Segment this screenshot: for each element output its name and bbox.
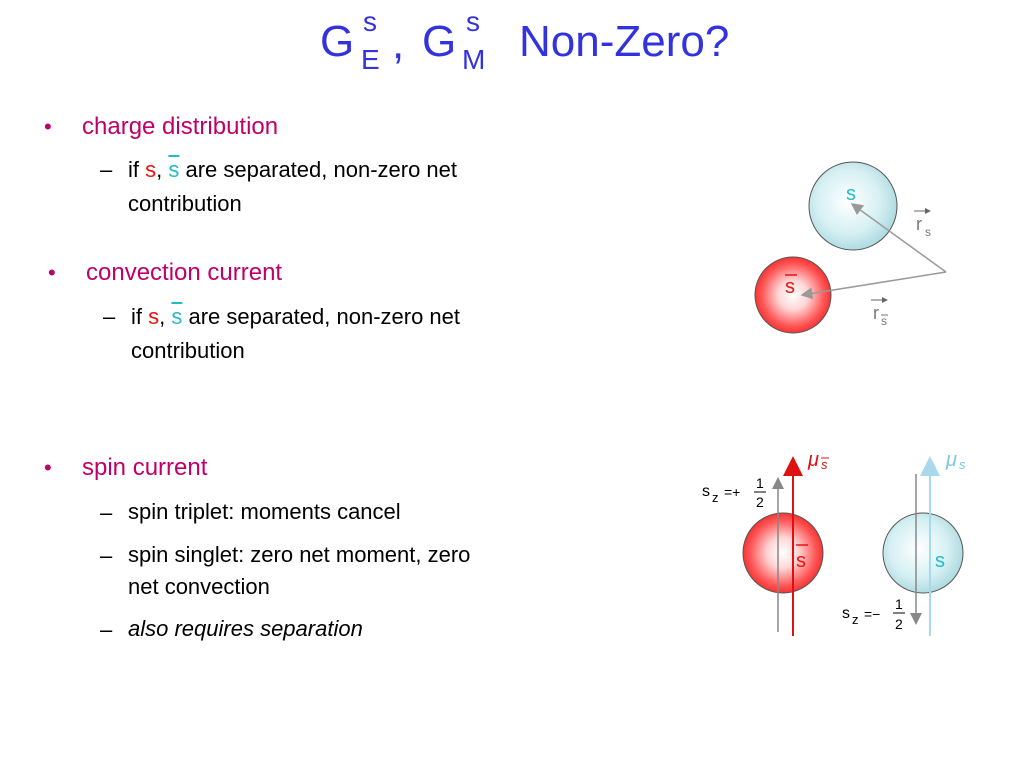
mu-sbar-subscript: s: [821, 457, 828, 472]
title-g-m-subscript: M: [462, 44, 486, 75]
mu-s-subscript: s: [959, 457, 966, 472]
mu-s-label: μ: [945, 449, 957, 471]
sz-plus-numerator: 1: [756, 475, 764, 491]
mu-sbar-label: μ: [807, 449, 819, 471]
bullet-marker: •: [44, 455, 52, 480]
title-g-e: G: [320, 17, 355, 66]
antistrange-quark-sphere: [754, 256, 832, 334]
dash-marker: –: [103, 304, 116, 329]
sub-rest: are separated, non-zero net: [188, 304, 461, 329]
bullet-convection-sub: if s, s are separated, non-zero net cont…: [131, 300, 460, 368]
r-s-subscript: s: [925, 225, 931, 239]
title-g-e-subscript: E: [361, 44, 380, 75]
strange-quark-symbol: s: [145, 157, 157, 182]
sz-plus-z: z: [712, 490, 719, 505]
sub-if: if: [128, 157, 139, 182]
title-g-m-superscript: s: [466, 6, 480, 37]
bullet-marker: •: [44, 114, 52, 139]
page-title: G s E , G s M Non-Zero?: [0, 0, 1024, 90]
sbar-label: s: [785, 276, 795, 298]
sub-line2: contribution: [131, 338, 245, 363]
spin-singlet-item-line2: net convection: [128, 574, 270, 599]
antistrange-quark-symbol: s: [171, 304, 183, 329]
sz-minus-sign: =−: [864, 606, 880, 622]
antistrange-quark-symbol: s: [168, 157, 180, 182]
sz-minus-s: s: [842, 605, 850, 622]
spin-triplet-item: spin triplet: moments cancel: [128, 499, 401, 524]
sub-comma: ,: [159, 304, 166, 329]
sz-minus-numerator: 1: [895, 596, 903, 612]
strange-quark-sphere: [808, 161, 898, 251]
bullet-spin-current: spin current: [82, 454, 208, 481]
sz-minus-z: z: [852, 612, 859, 627]
sub-line2: contribution: [128, 191, 242, 216]
r-sbar-label: r: [873, 303, 879, 323]
sz-plus-s: s: [702, 483, 710, 500]
sbar-label: s: [796, 550, 806, 572]
sub-if: if: [131, 304, 142, 329]
charge-separation-diagram: s s r s r s: [754, 161, 947, 334]
title-comma: ,: [392, 19, 405, 68]
bullet-convection-current: convection current: [86, 259, 283, 286]
sub-comma: ,: [156, 157, 163, 182]
dash-marker: –: [100, 500, 113, 525]
s-label: s: [935, 550, 945, 572]
sz-plus-sign: =+: [724, 484, 740, 500]
spin-singlet-item: spin singlet: zero net moment, zero: [128, 542, 471, 567]
r-s-vector: [850, 203, 947, 273]
r-sbar-vector: [800, 271, 947, 300]
spin-current-diagram: s s μ s μ s s z =+ 1 2 s z =− 1 2: [702, 449, 966, 636]
s-label: s: [846, 183, 856, 205]
title-g-e-superscript: s: [363, 6, 377, 37]
antistrange-quark-sphere: [742, 512, 824, 594]
strange-quark-symbol: s: [148, 304, 160, 329]
separation-item: also requires separation: [128, 616, 363, 641]
r-s-label: r: [916, 214, 922, 234]
title-text: Non-Zero?: [519, 17, 730, 66]
r-sbar-subscript: s: [881, 314, 887, 328]
dash-marker: –: [100, 617, 113, 642]
sz-plus-denominator: 2: [756, 494, 764, 510]
bullet-charge-sub: if s, s are separated, non-zero net cont…: [128, 153, 457, 221]
strange-quark-sphere: [882, 512, 964, 594]
bullet-charge-distribution: charge distribution: [82, 113, 279, 140]
title-g-m: G: [422, 17, 457, 66]
dash-marker: –: [100, 543, 113, 568]
sz-minus-denominator: 2: [895, 616, 903, 632]
dash-marker: –: [100, 157, 113, 182]
sub-rest: are separated, non-zero net: [185, 157, 458, 182]
bullet-marker: •: [48, 260, 56, 285]
